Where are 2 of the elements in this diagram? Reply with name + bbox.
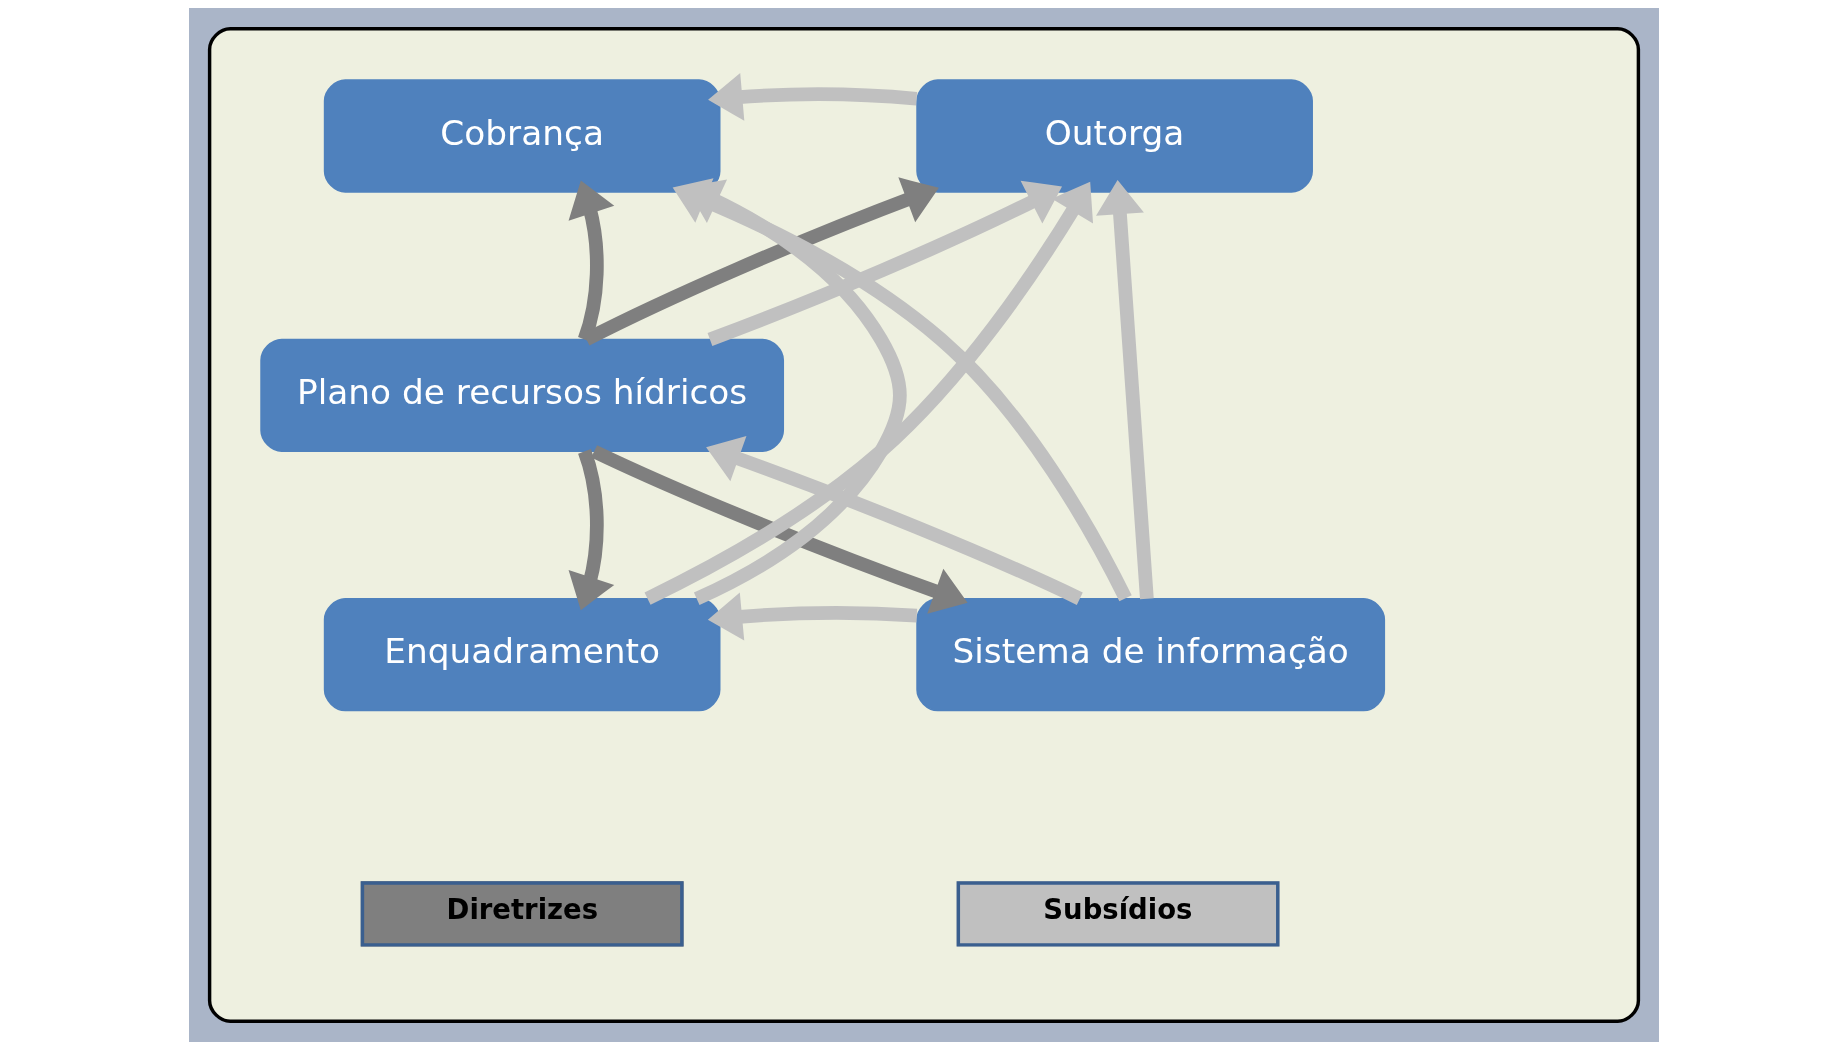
legend-label: Diretrizes <box>446 893 598 925</box>
legend-label: Subsídios <box>1042 893 1192 925</box>
